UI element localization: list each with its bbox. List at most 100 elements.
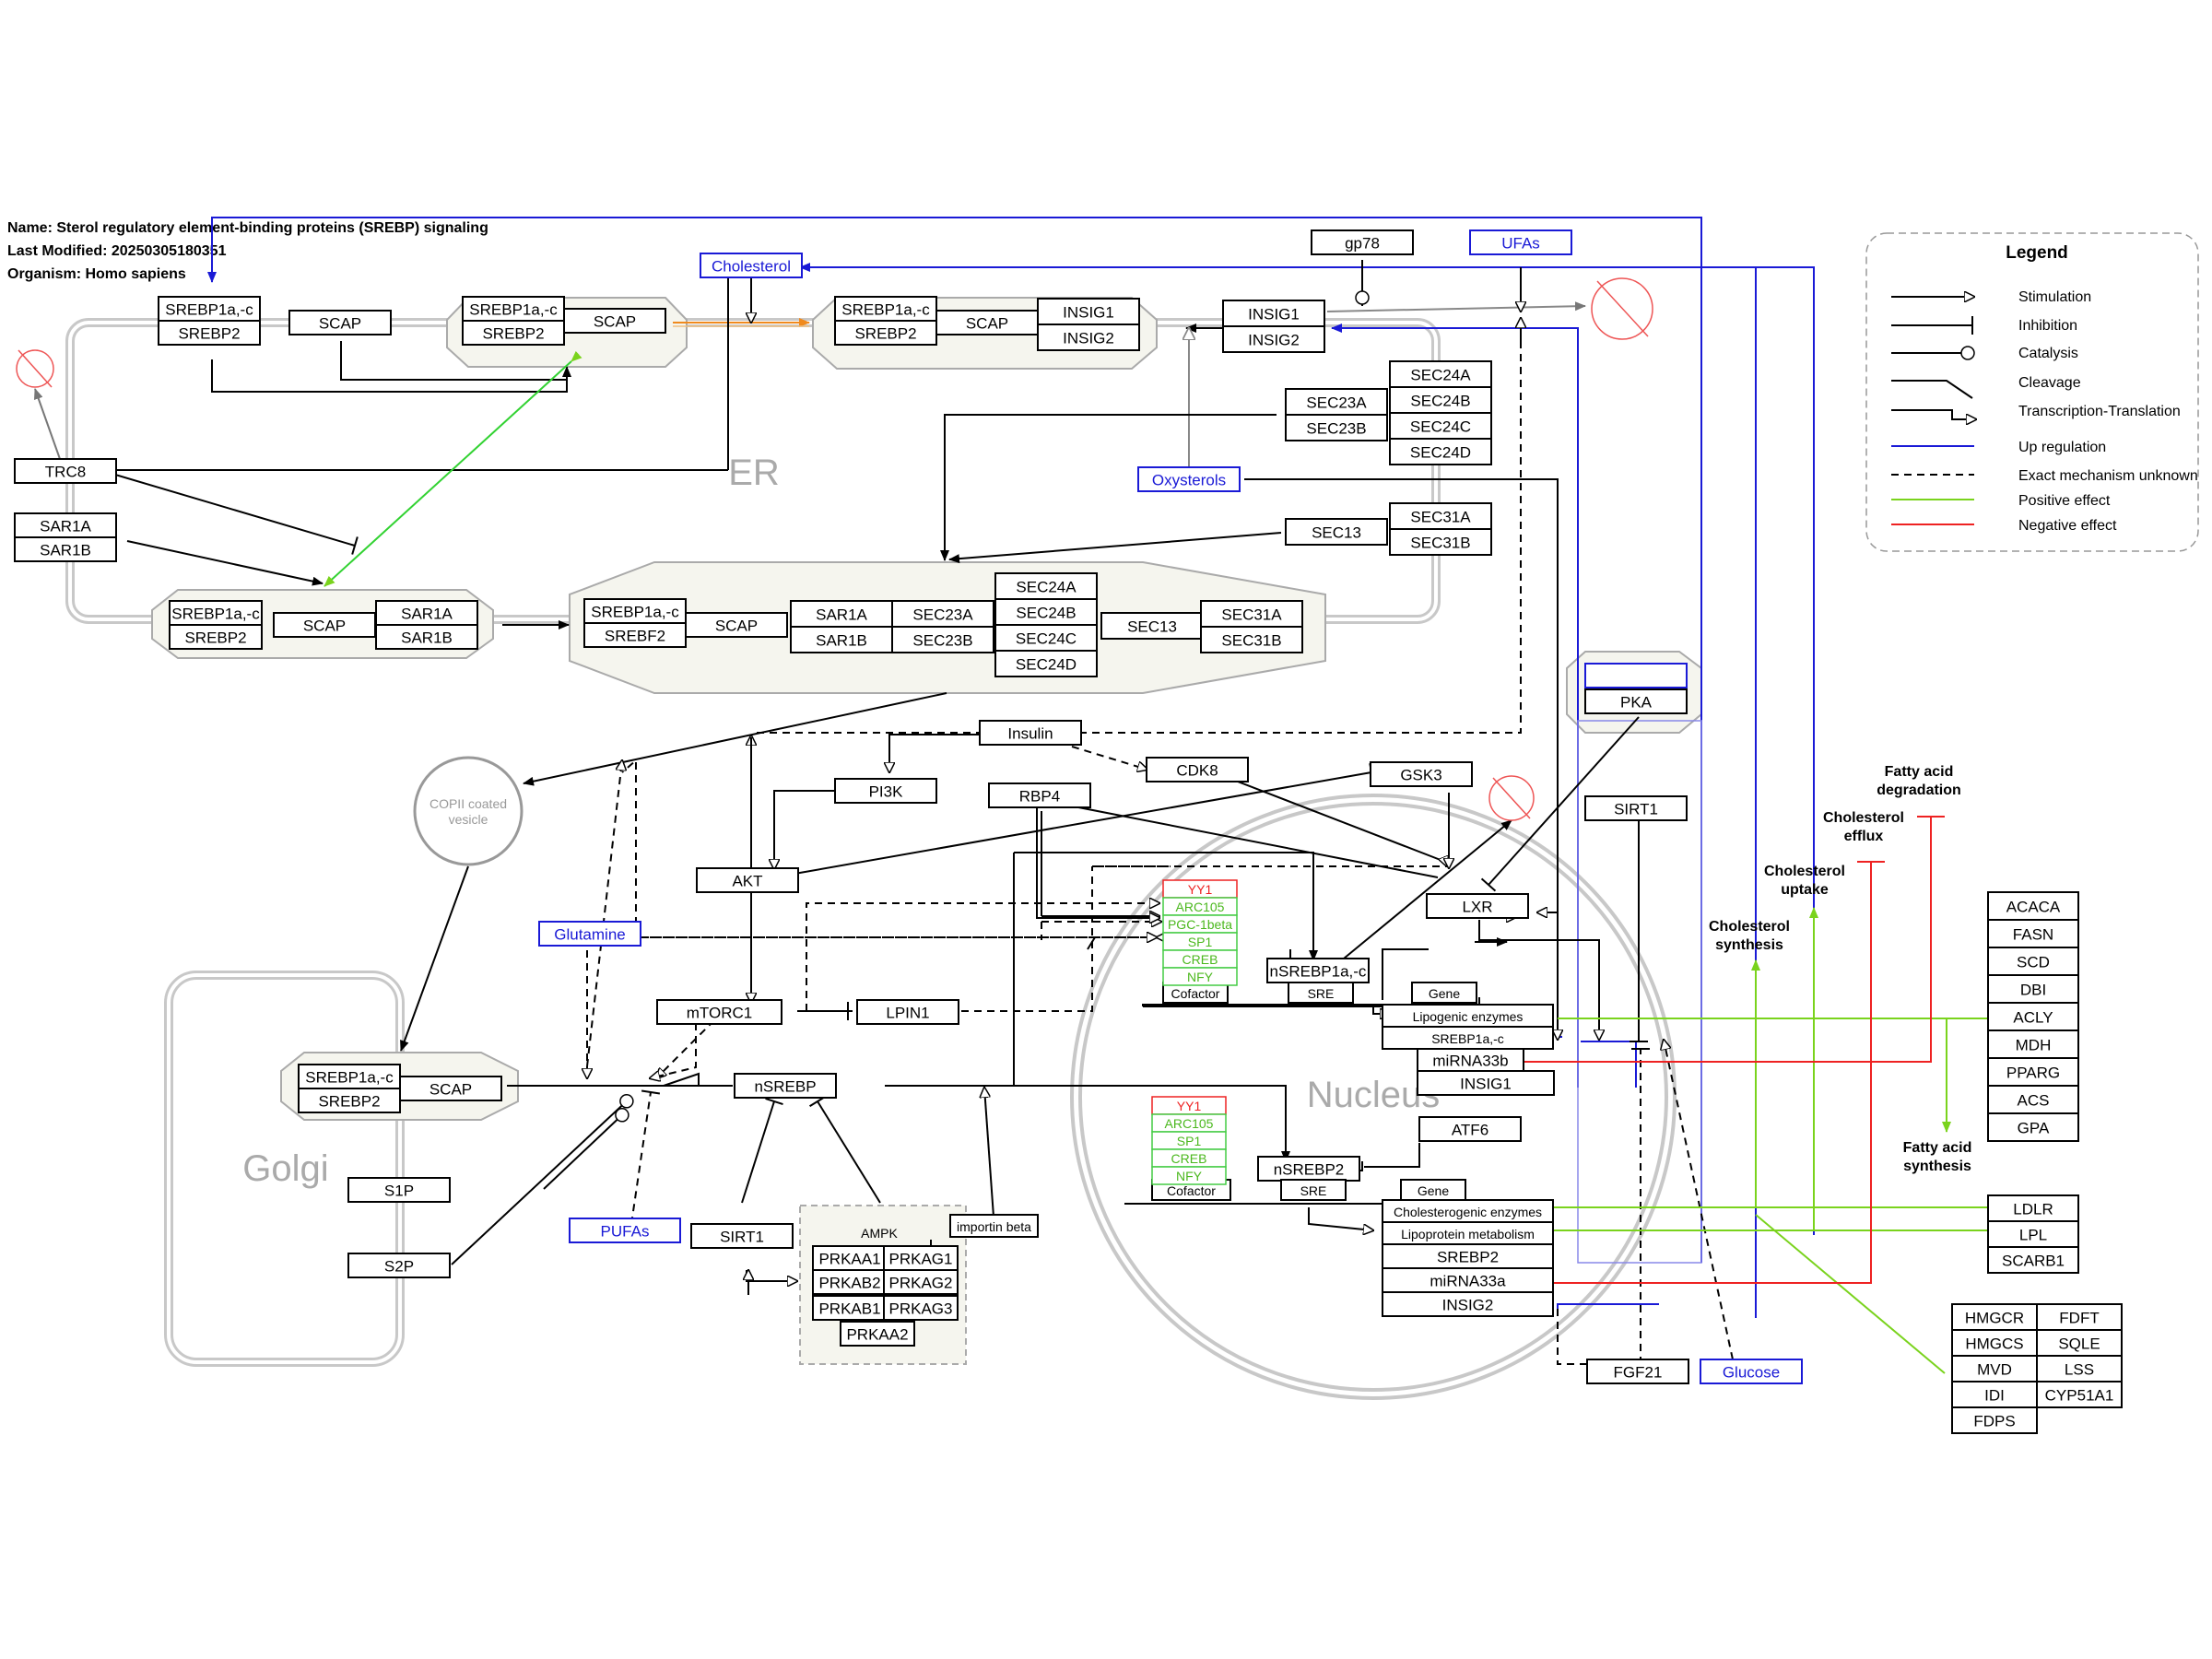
node-lxr: LXR [1426, 893, 1529, 919]
chol-gene-label-cyp51a1: CYP51A1 [2045, 1387, 2114, 1405]
node-cholesterol: Cholesterol [700, 253, 803, 278]
node-label-glutamine: Glutamine [554, 926, 625, 944]
node-mir33a: miRNA33a [1382, 1267, 1554, 1293]
node-scap: SCAP [288, 310, 392, 335]
node-srebp1ac: SREBP1a,-c [298, 1064, 401, 1089]
node-lipoprotein: Lipoprotein metabolism [1382, 1221, 1554, 1245]
node-lipogenic: Lipogenic enzymes [1382, 1004, 1554, 1028]
node-label-pi3k: PI3K [869, 783, 904, 801]
legend-upregulation: Up regulation [2018, 440, 2106, 455]
chol-gene-label-hmgcs: HMGCS [1965, 1335, 2023, 1353]
chol-gene-label-fdps: FDPS [1973, 1413, 2015, 1430]
node-label-cholesterol: Cholesterol [712, 258, 791, 276]
chol-gene-label-lss: LSS [2065, 1361, 2094, 1379]
legend-inhibition: Inhibition [2018, 318, 2077, 334]
node-label-lipogenic: Lipogenic enzymes [1413, 1009, 1524, 1024]
node-label-insig1: INSIG1 [1063, 304, 1114, 322]
node-label-sec24d: SEC24D [1016, 656, 1077, 674]
legend-negative: Negative effect [2018, 518, 2117, 534]
cofactor-label-yy1: YY1 [1188, 882, 1213, 897]
node-label-insulin: Insulin [1007, 725, 1053, 743]
node-sec24d: SEC24D [994, 650, 1098, 677]
node-sar1b: SAR1B [790, 626, 893, 653]
lipogenic-gene-gpa: GPA [1987, 1112, 2079, 1142]
chol-uptake-label: Cholesterol [1764, 864, 1845, 879]
node-label-pufas: PUFAs [601, 1223, 650, 1241]
node-pufas: PUFAs [569, 1218, 681, 1243]
node-label-sec31b: SEC31B [1410, 535, 1470, 552]
node-label-cdk8: CDK8 [1176, 762, 1218, 780]
lipogenic-gene-acs: ACS [1987, 1085, 2079, 1114]
node-label-ufas: UFAs [1501, 235, 1540, 253]
node-label-sre: SRE [1308, 986, 1335, 1001]
node-scap: SCAP [399, 1076, 502, 1101]
node-sec24c: SEC24C [1389, 412, 1492, 440]
node-sec13: SEC13 [1100, 612, 1204, 640]
node-label-atf6: ATF6 [1452, 1122, 1488, 1139]
node-sre: SRE [1288, 982, 1354, 1004]
node-label-rbp4: RBP4 [1019, 788, 1060, 806]
chol-gene-idi: IDI [1951, 1381, 2038, 1408]
lipogenic-gene-label-mdh: MDH [2016, 1037, 2052, 1054]
uptake-gene-label-scarb1: SCARB1 [2002, 1253, 2065, 1270]
node-label-mir33b: miRNA33b [1432, 1053, 1508, 1070]
fa-synth-label: Fatty acid [1903, 1140, 1972, 1156]
nucleus-membrane [1070, 794, 1677, 1400]
node-s2p: S2P [347, 1253, 451, 1278]
legend: Legend Stimulation Inhibition Catalysis … [1865, 232, 2199, 552]
node-cholesterogenic: Cholesterogenic enzymes [1382, 1199, 1554, 1223]
cofactor-label-nfy: NFY [1176, 1169, 1203, 1183]
node-cdk8: CDK8 [1146, 757, 1249, 782]
node-nsrebp1ac: nSREBP1a,-c [1266, 958, 1370, 983]
node-label-sec23a: SEC23A [912, 606, 973, 624]
node-sec23a: SEC23A [891, 600, 994, 628]
node-sec23b: SEC23B [1285, 414, 1388, 441]
degradation-symbol-trc8 [16, 349, 54, 388]
legend-catalysis: Catalysis [2018, 346, 2078, 361]
node-label-srebp1ac: SREBP1a,-c [469, 301, 558, 319]
node-label-sec23b: SEC23B [912, 632, 972, 650]
node-label-sec24d: SEC24D [1410, 444, 1471, 462]
node-insig1: INSIG1 [1417, 1070, 1555, 1096]
node-label-sar1a: SAR1A [40, 518, 91, 535]
node-gene: Gene [1411, 982, 1477, 1004]
chol-gene-label-sqle: SQLE [2058, 1335, 2100, 1353]
cofactor-pgc: PGC-1beta [1162, 914, 1238, 934]
lipogenic-gene-label-pparg: PPARG [2006, 1065, 2060, 1082]
node-sec24a: SEC24A [1389, 360, 1492, 388]
svg-text:COPII coated: COPII coated [429, 796, 507, 811]
node-atf6: ATF6 [1418, 1116, 1522, 1142]
node-prkaa1: PRKAA1 [812, 1245, 888, 1271]
node-label-srebp1ac: SREBP1a,-c [171, 606, 260, 623]
ampk-label: AMPK [861, 1226, 898, 1241]
node-label-lpin1: LPIN1 [886, 1005, 929, 1022]
node-insig2: INSIG2 [1222, 325, 1325, 353]
node-sec23b: SEC23B [891, 626, 994, 653]
node-importin: importin beta [949, 1214, 1039, 1238]
cofactor-label-arc105: ARC105 [1165, 1116, 1214, 1131]
uptake-gene-scarb1: SCARB1 [1987, 1246, 2079, 1274]
node-glucose: Glucose [1700, 1359, 1803, 1384]
node-srebp2: SREBP2 [1382, 1243, 1554, 1269]
node-sar1b: SAR1B [375, 624, 478, 650]
node-sar1a: SAR1A [790, 600, 893, 628]
uptake-gene-label-ldlr: LDLR [2013, 1201, 2053, 1218]
node-pka: PKA [1584, 688, 1688, 714]
lipogenic-gene-acaca: ACACA [1987, 891, 2079, 921]
node-mir33b: miRNA33b [1417, 1048, 1524, 1072]
lipogenic-gene-label-acaca: ACACA [2006, 899, 2061, 916]
node-label-nsrebp2: nSREBP2 [1274, 1161, 1345, 1179]
node-label-scap: SCAP [429, 1081, 472, 1099]
node-sar1a: SAR1A [14, 512, 117, 538]
node-sec24a: SEC24A [994, 572, 1098, 600]
node-sec31a: SEC31A [1200, 600, 1303, 628]
chol-efflux-label: Cholesterol [1823, 810, 1904, 826]
node-label-sar1b: SAR1B [816, 632, 867, 650]
node-label-prkab2: PRKAB2 [818, 1275, 880, 1292]
chol-uptake-label-2: uptake [1781, 882, 1829, 898]
node-prkag3: PRKAG3 [883, 1295, 959, 1321]
cofactor-nfy: NFY [1151, 1166, 1227, 1185]
node-prkag2: PRKAG2 [883, 1269, 959, 1295]
legend-unknown: Exact mechanism unknown [2018, 468, 2198, 484]
node-s1p: S1P [347, 1177, 451, 1203]
